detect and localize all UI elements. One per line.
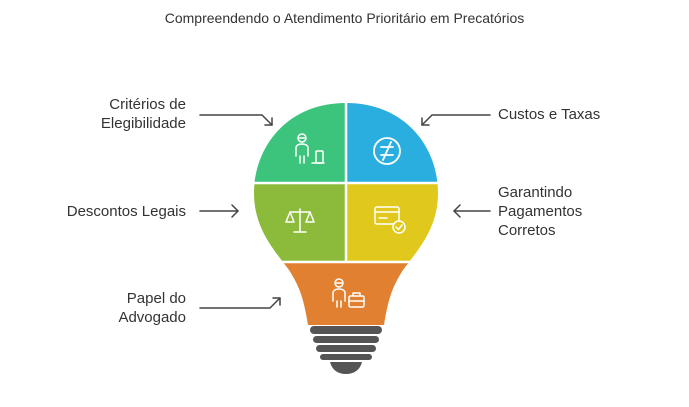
arrow-custos (421, 114, 491, 126)
bulb-base (310, 326, 382, 374)
connector-arrows (199, 114, 491, 309)
label-papel: Papel do Advogado (118, 290, 186, 326)
segment-descontos (254, 183, 346, 262)
not-equal-icon (373, 137, 401, 165)
label-garantindo: Garantindo Pagamentos Corretos (498, 184, 583, 239)
label-custos: Custos e Taxas (498, 106, 601, 123)
lawyer-briefcase-icon (332, 278, 365, 308)
person-phone-icon (295, 133, 325, 164)
segment-papel (254, 262, 438, 325)
label-criterios: Critérios de Elegibilidade (100, 96, 186, 132)
segment-custos (346, 103, 438, 183)
scales-icon (285, 208, 315, 233)
segment-dividers (250, 100, 442, 264)
segment-criterios (254, 103, 346, 183)
card-check-icon (374, 206, 406, 234)
label-descontos: Descontos Legais (66, 203, 186, 220)
arrow-criterios (199, 114, 273, 126)
arrow-papel (199, 297, 281, 309)
diagram-title: Compreendendo o Atendimento Prioritário … (164, 10, 525, 26)
